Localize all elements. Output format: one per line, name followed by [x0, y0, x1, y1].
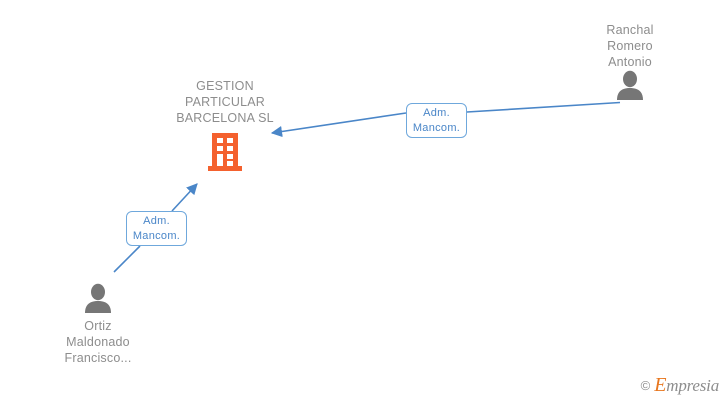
building-icon — [208, 133, 242, 171]
company-name-label: GESTION PARTICULAR BARCELONA SL — [176, 79, 274, 125]
edge-person0-to-relation0 — [466, 101, 621, 113]
relation-label-adm-mancom-top[interactable]: Adm. Mancom. — [406, 103, 467, 138]
brand-initial: E — [654, 374, 667, 396]
empresia-watermark: © Empresia — [640, 375, 720, 395]
relation-label-adm-mancom-bottom[interactable]: Adm. Mancom. — [126, 211, 187, 246]
person-icon-wrap — [28, 283, 168, 313]
company-icon-wrap — [150, 131, 300, 171]
edge-relation1-to-company — [171, 183, 198, 212]
person-name-label: Ranchal Romero Antonio — [606, 23, 654, 69]
brand-name: Empresia — [654, 375, 719, 395]
person-node-ranchal-romero-antonio[interactable]: Ranchal Romero Antonio — [560, 22, 700, 100]
company-node[interactable]: GESTION PARTICULAR BARCELONA SL — [150, 78, 300, 171]
copyright-icon: © — [640, 377, 651, 393]
person-node-ortiz-maldonado-francisco[interactable]: Ortiz Maldonado Francisco... — [28, 283, 168, 366]
person-name-label: Ortiz Maldonado Francisco... — [64, 319, 132, 365]
edge-person1-to-relation1 — [113, 245, 141, 273]
person-icon — [617, 70, 643, 100]
person-icon-wrap — [560, 70, 700, 100]
person-icon — [85, 283, 111, 313]
brand-rest: mpresia — [666, 376, 719, 395]
